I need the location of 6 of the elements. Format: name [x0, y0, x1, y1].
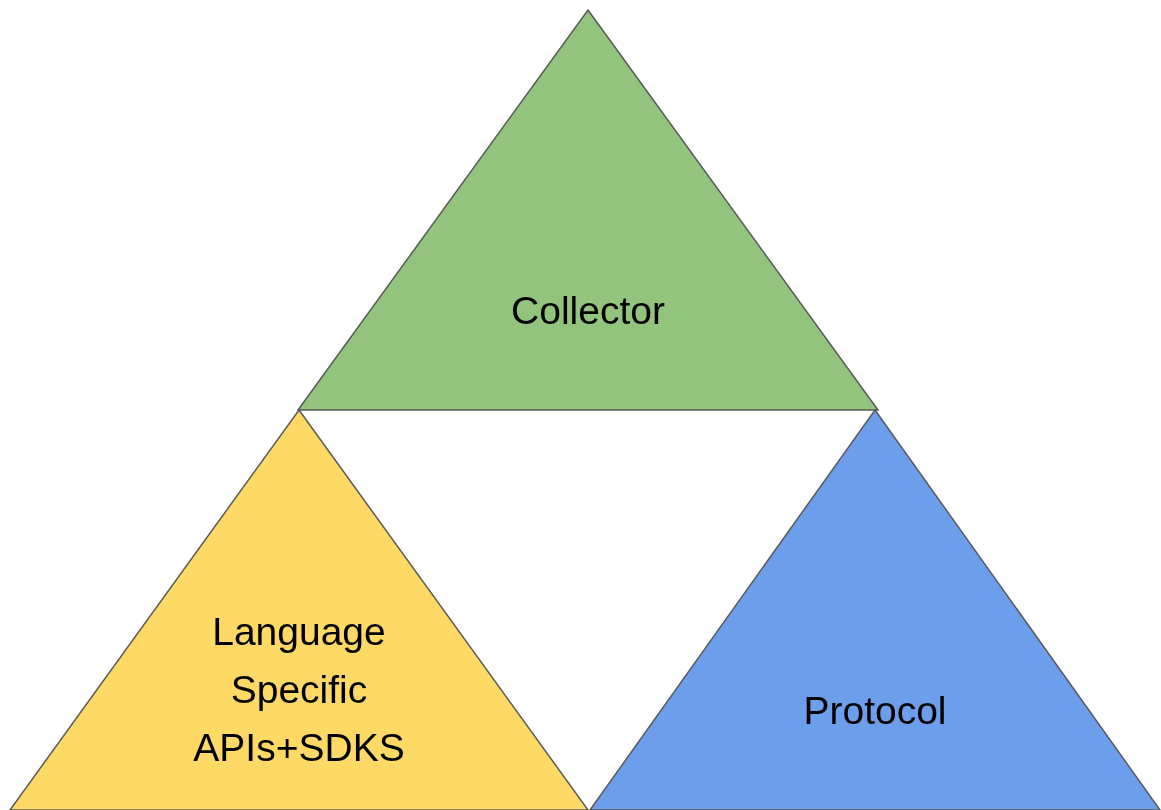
triangle	[298, 10, 878, 410]
triangle	[10, 410, 588, 810]
triangle-label: Protocol	[802, 688, 948, 734]
triangle	[590, 410, 1160, 810]
triangle-label: Collector	[510, 288, 666, 334]
triangle-label: Language Specific APIs+SDKS	[192, 609, 406, 771]
